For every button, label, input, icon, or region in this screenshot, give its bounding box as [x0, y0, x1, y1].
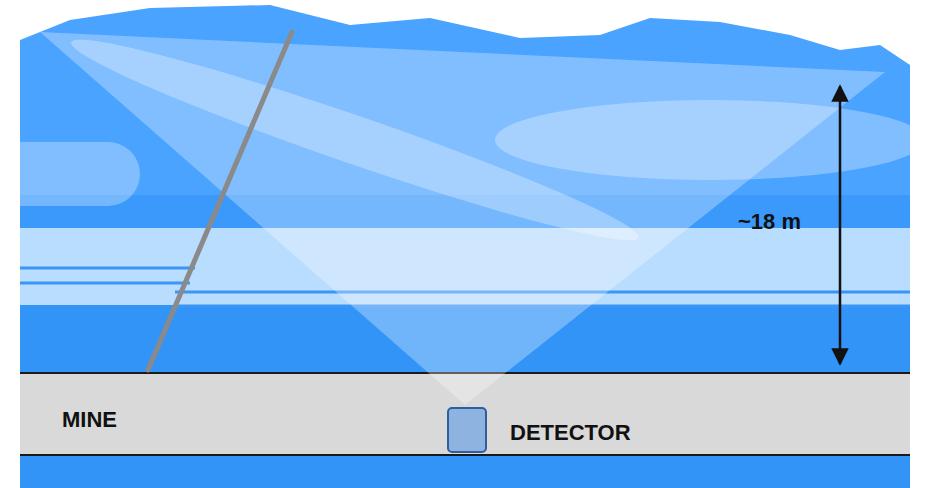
detector-label: DETECTOR — [510, 422, 631, 444]
borehole — [148, 32, 292, 370]
acceptance-cone — [40, 32, 885, 405]
seam-line — [20, 282, 190, 285]
rock-body — [0, 142, 140, 206]
seam-line — [20, 267, 195, 270]
detector-box: DETECTOR — [447, 407, 487, 453]
dimension-arrow — [839, 86, 842, 364]
gallery-edge — [20, 454, 910, 456]
mine-band: MINE DETECTOR — [20, 373, 910, 455]
dimension-label: ~18 m — [738, 211, 801, 233]
area-label: MINE — [62, 409, 117, 431]
bedrock — [20, 455, 910, 488]
